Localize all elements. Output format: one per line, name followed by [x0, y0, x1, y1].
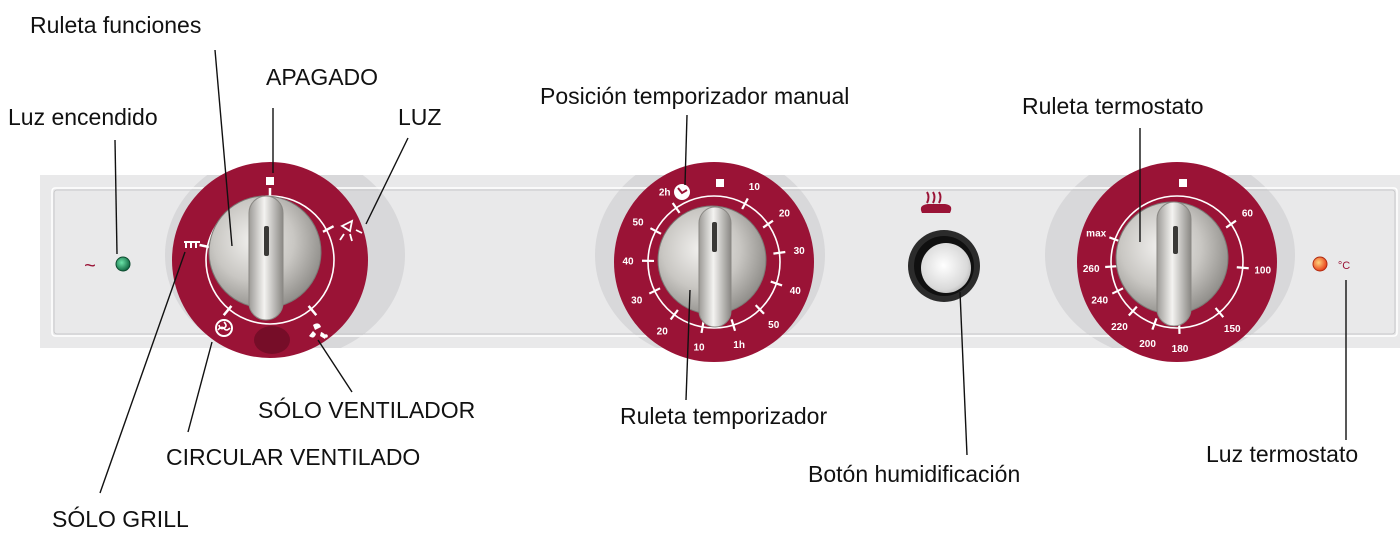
label-solo-ventilador: SÓLO VENTILADOR: [258, 399, 475, 422]
label-luz-encendido: Luz encendido: [8, 106, 158, 129]
thermostat-dial-label: 200: [1139, 339, 1156, 350]
function-knob-grip[interactable]: [249, 196, 283, 320]
celsius-symbol: °C: [1338, 260, 1350, 272]
thermostat-dial-label: 180: [1172, 344, 1189, 355]
timer-dial-label: 1h: [733, 340, 745, 351]
timer-dial-label: 30: [794, 246, 806, 257]
thermostat-dial-label: 260: [1083, 264, 1100, 275]
label-posicion-temporizador-manual: Posición temporizador manual: [540, 85, 849, 108]
off-square-icon: [716, 179, 724, 187]
thermostat-dial-tick: [1237, 267, 1249, 268]
timer-knob-indicator: [712, 222, 717, 252]
timer-dial-label: 30: [631, 296, 643, 307]
thermostat-dial-label: 150: [1224, 324, 1241, 335]
timer-dial-label: 50: [633, 218, 645, 229]
label-ruleta-temporizador: Ruleta temporizador: [620, 405, 827, 428]
power-symbol: ~: [84, 255, 96, 277]
function-knob-indicator: [264, 226, 269, 256]
label-boton-humidificacion: Botón humidificación: [808, 463, 1020, 486]
timer-dial-label: 10: [749, 182, 761, 193]
manual-timer-icon: [674, 184, 690, 200]
label-solo-grill: SÓLO GRILL: [52, 508, 189, 531]
thermostat-dial-label: max: [1086, 229, 1106, 240]
power-light: [116, 257, 130, 271]
label-ruleta-termostato: Ruleta termostato: [1022, 95, 1204, 118]
timer-dial-label: 40: [790, 286, 802, 297]
timer-dial: 10 20 30 40 50 1h 10 20 30 40 50 2h: [614, 162, 814, 362]
thermostat-dial: 60 100 150 180 200 220 240 260 max: [1077, 162, 1277, 362]
timer-dial-label: 40: [622, 256, 634, 267]
thermostat-dial-label: 60: [1242, 209, 1254, 220]
thermostat-dial-label: 240: [1091, 296, 1108, 307]
timer-dial-label: 50: [768, 320, 780, 331]
timer-dial-label: 20: [779, 209, 791, 220]
label-circular-ventilado: CIRCULAR VENTILADO: [166, 446, 420, 469]
thermostat-dial-tick: [1105, 266, 1117, 267]
label-ruleta-funciones: Ruleta funciones: [30, 14, 201, 37]
humidification-button[interactable]: [921, 243, 971, 293]
off-square-icon: [266, 177, 274, 185]
thermostat-knob-indicator: [1173, 226, 1178, 254]
thermostat-dial-label: 100: [1254, 265, 1271, 276]
thermostat-light: [1313, 257, 1327, 271]
label-luz-termostato: Luz termostato: [1206, 443, 1358, 466]
timer-dial-label: 20: [657, 327, 669, 338]
timer-dial-label: 2h: [659, 188, 671, 199]
leader-circular-ventilado: [188, 342, 212, 432]
thermostat-dial-label: 220: [1111, 322, 1128, 333]
function-dial: [172, 162, 368, 358]
label-luz: LUZ: [398, 106, 441, 129]
thermostat-knob-grip[interactable]: [1157, 202, 1191, 326]
off-square-icon: [1179, 179, 1187, 187]
timer-dial-label: 10: [694, 343, 706, 354]
label-apagado: APAGADO: [266, 66, 378, 89]
